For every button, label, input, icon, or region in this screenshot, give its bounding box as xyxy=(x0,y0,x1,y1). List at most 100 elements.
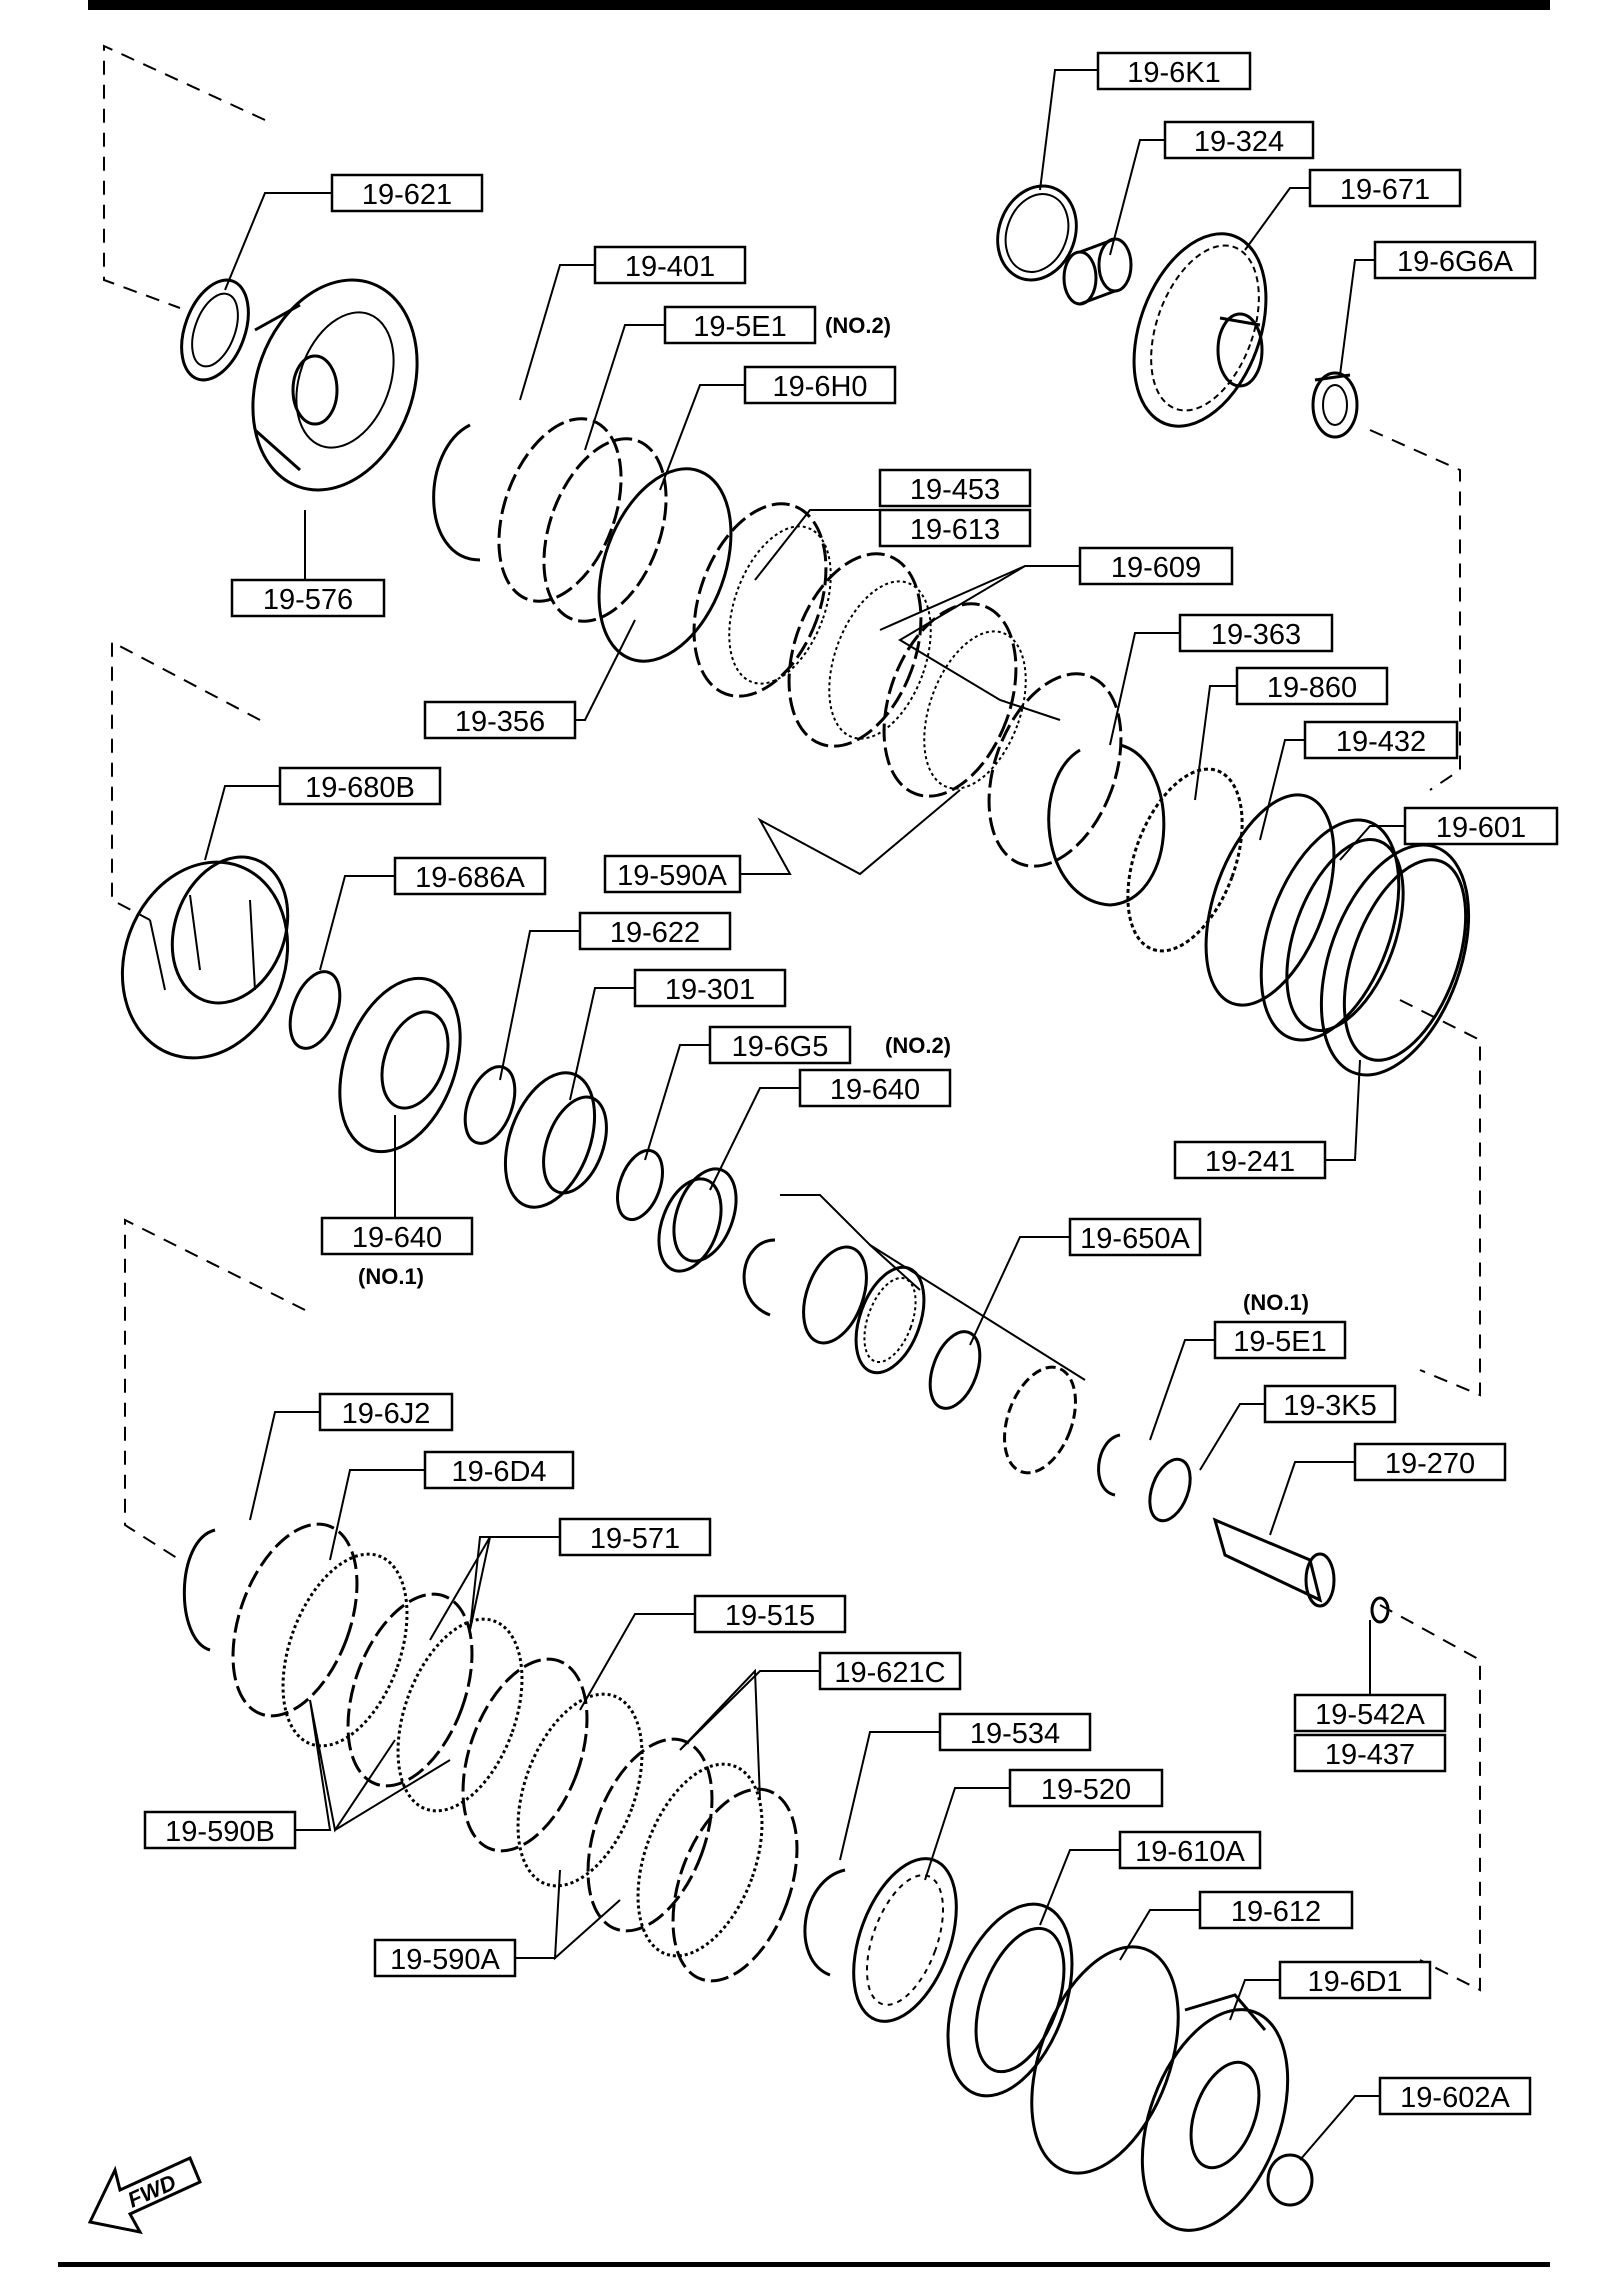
svg-text:19-621C: 19-621C xyxy=(834,1657,945,1689)
callout-19-640-no1: 19-640 xyxy=(320,1216,474,1256)
callout-19-601: 19-601 xyxy=(1403,806,1559,846)
svg-text:19-602A: 19-602A xyxy=(1400,2082,1510,2114)
svg-text:19-401: 19-401 xyxy=(625,251,715,283)
one-way-clutch-part xyxy=(657,1167,738,1273)
svg-text:19-515: 19-515 xyxy=(725,1600,815,1632)
bearing-3k5-part xyxy=(1148,1457,1192,1523)
note-no2-5e1: (NO.2) xyxy=(825,313,891,338)
plate-mid-part xyxy=(1003,1365,1077,1475)
callout-19-860: 19-860 xyxy=(1235,666,1389,706)
callout-19-6k1: 19-6K1 xyxy=(1096,51,1252,91)
svg-text:19-6G6A: 19-6G6A xyxy=(1397,246,1514,278)
note-no1-5e1: (NO.1) xyxy=(1243,1290,1309,1315)
svg-text:19-671: 19-671 xyxy=(1340,174,1430,206)
svg-text:19-640: 19-640 xyxy=(352,1222,442,1254)
svg-text:19-241: 19-241 xyxy=(1205,1146,1295,1178)
piston-601-part xyxy=(1259,818,1401,1042)
svg-text:19-6K1: 19-6K1 xyxy=(1127,57,1221,89)
hub-301-part xyxy=(503,1071,608,1209)
snap-ring-mid-part xyxy=(742,1238,776,1317)
callout-labels: 19-6K1 19-324 19-671 19-6G6A 19-621 19-4… xyxy=(143,51,1559,2116)
carrier-680b-part xyxy=(120,855,290,1060)
bearing-686a-part xyxy=(288,970,342,1050)
svg-text:19-686A: 19-686A xyxy=(415,862,525,894)
note-no2-6g5: (NO.2) xyxy=(885,1033,951,1058)
position-notes: (NO.2) (NO.2) (NO.1) (NO.1) xyxy=(358,313,1309,1315)
race-part xyxy=(802,1245,868,1345)
sun-gear-640-part xyxy=(338,976,462,1154)
svg-text:19-571: 19-571 xyxy=(590,1523,680,1555)
dashed-alignment-lines xyxy=(103,44,1481,1992)
svg-text:19-270: 19-270 xyxy=(1385,1448,1475,1480)
svg-text:19-610A: 19-610A xyxy=(1135,1836,1245,1868)
svg-text:19-432: 19-432 xyxy=(1336,726,1426,758)
callout-19-6d1: 19-6D1 xyxy=(1278,1960,1432,2000)
callout-19-621: 19-621 xyxy=(330,173,484,213)
svg-text:19-6D1: 19-6D1 xyxy=(1307,1966,1402,1998)
callout-19-3k5: 19-3K5 xyxy=(1263,1384,1397,1424)
svg-text:19-6H0: 19-6H0 xyxy=(772,371,867,403)
clutch-hub-part xyxy=(251,278,419,492)
sprag-part xyxy=(854,1265,926,1375)
callout-19-6g5-no2: 19-6G5 xyxy=(708,1025,852,1065)
svg-text:19-5E1: 19-5E1 xyxy=(1233,1326,1327,1358)
bearing-622-part xyxy=(463,1065,517,1145)
svg-text:19-5E1: 19-5E1 xyxy=(693,311,787,343)
piston-610a-part xyxy=(946,1902,1074,2098)
callout-19-534: 19-534 xyxy=(938,1712,1092,1752)
callout-19-622: 19-622 xyxy=(578,911,732,951)
roller-bearing-part xyxy=(1311,371,1359,439)
snap-ring-363-part xyxy=(1047,743,1166,907)
callout-19-571: 19-571 xyxy=(558,1517,712,1557)
svg-text:19-576: 19-576 xyxy=(263,584,353,616)
svg-text:19-301: 19-301 xyxy=(665,974,755,1006)
svg-text:19-324: 19-324 xyxy=(1194,126,1284,158)
svg-text:19-612: 19-612 xyxy=(1231,1896,1321,1928)
callout-19-453: 19-453 xyxy=(878,468,1032,508)
svg-text:19-590A: 19-590A xyxy=(390,1944,500,1976)
svg-text:19-453: 19-453 xyxy=(910,474,1000,506)
callout-19-5e1-no1: 19-5E1 xyxy=(1213,1320,1347,1360)
callout-19-401: 19-401 xyxy=(593,245,747,285)
callout-19-6g6a: 19-6G6A xyxy=(1373,240,1537,280)
housing-6d1-part xyxy=(1140,1993,1290,2232)
oring-542a-part xyxy=(1370,1596,1390,1624)
callout-19-437: 19-437 xyxy=(1293,1733,1447,1773)
callout-19-621c: 19-621C xyxy=(818,1651,962,1691)
fwd-arrow-icon: FWD xyxy=(87,2155,202,2235)
bottom-border-bar xyxy=(58,2262,1550,2267)
callout-19-356: 19-356 xyxy=(423,700,577,740)
callout-19-671: 19-671 xyxy=(1308,168,1462,208)
callout-19-576: 19-576 xyxy=(230,578,386,618)
callout-19-363: 19-363 xyxy=(1178,613,1334,653)
snap-ring-5e1-part xyxy=(1097,1433,1121,1497)
shaft-270-part xyxy=(1212,1517,1336,1608)
callout-19-301: 19-301 xyxy=(633,968,787,1008)
svg-text:19-640: 19-640 xyxy=(830,1074,920,1106)
top-border-bar xyxy=(88,0,1550,10)
parts xyxy=(120,184,1471,2232)
svg-text:19-542A: 19-542A xyxy=(1315,1699,1425,1731)
callout-19-609: 19-609 xyxy=(1078,546,1234,586)
leader-lines xyxy=(204,69,1405,2161)
callout-19-590a-lower: 19-590A xyxy=(373,1938,517,1978)
bearing-6g5-part xyxy=(616,1148,664,1222)
snap-ring-part xyxy=(432,423,481,562)
callout-19-680b: 19-680B xyxy=(278,766,442,806)
callout-19-640-upper: 19-640 xyxy=(798,1068,952,1108)
svg-text:19-363: 19-363 xyxy=(1211,619,1301,651)
svg-text:19-621: 19-621 xyxy=(362,179,452,211)
spring-retainer-520-part xyxy=(852,1857,958,2023)
svg-text:19-860: 19-860 xyxy=(1267,672,1357,704)
callout-19-6j2: 19-6J2 xyxy=(318,1392,454,1432)
callout-19-612: 19-612 xyxy=(1198,1890,1354,1930)
thrust-bearing-part xyxy=(180,278,250,382)
callout-19-6d4: 19-6D4 xyxy=(423,1450,575,1490)
callout-19-650a: 19-650A xyxy=(1068,1217,1202,1257)
callout-19-432: 19-432 xyxy=(1303,720,1459,760)
svg-text:19-613: 19-613 xyxy=(910,514,1000,546)
callout-19-590a-upper: 19-590A xyxy=(603,854,742,894)
callout-19-602a: 19-602A xyxy=(1378,2076,1532,2116)
svg-text:19-650A: 19-650A xyxy=(1080,1223,1190,1255)
